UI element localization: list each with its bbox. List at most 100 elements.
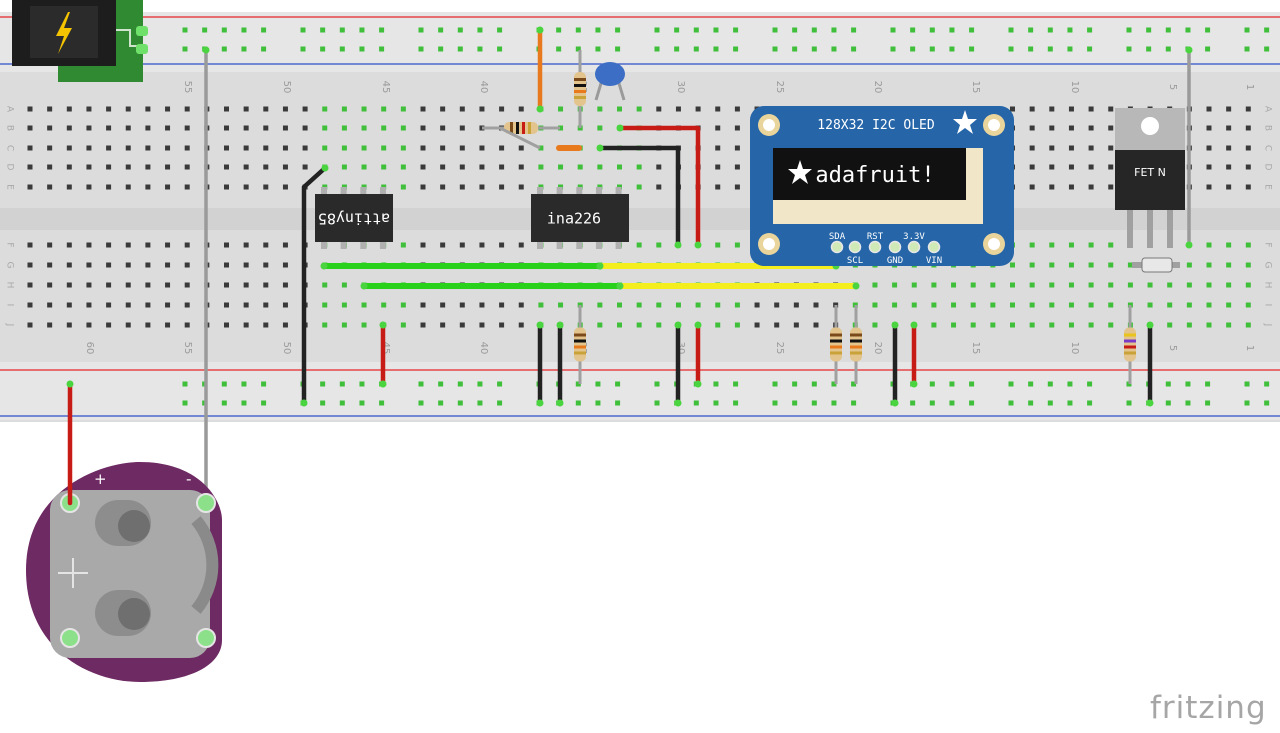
breadboard-hole	[1088, 164, 1094, 170]
breadboard-hole	[1245, 164, 1251, 170]
rail-hole	[969, 400, 975, 406]
rail-hole	[182, 400, 188, 406]
breadboard-hole	[165, 262, 171, 268]
column-number: 20	[872, 342, 883, 355]
breadboard-hole	[1108, 282, 1114, 288]
rail-hole	[713, 400, 719, 406]
breadboard-hole	[243, 282, 249, 288]
rail-hole	[1165, 46, 1171, 52]
breadboard-hole	[734, 302, 740, 308]
breadboard-hole	[243, 302, 249, 308]
breadboard-hole	[715, 164, 721, 170]
breadboard-hole	[1068, 106, 1074, 112]
breadboard-hole	[656, 164, 662, 170]
breadboard-hole	[636, 242, 642, 248]
breadboard-hole	[656, 322, 662, 328]
resistor-top	[574, 72, 586, 106]
rail-hole	[497, 46, 503, 52]
breadboard-hole	[656, 302, 662, 308]
breadboard-hole	[1206, 302, 1212, 308]
breadboard-hole	[597, 322, 603, 328]
breadboard-hole	[1088, 145, 1094, 151]
breadboard-hole	[695, 302, 701, 308]
breadboard-hole	[224, 145, 229, 151]
breadboard-hole	[341, 282, 347, 288]
column-number: 60	[84, 342, 95, 355]
rail-hole	[182, 27, 188, 33]
breadboard-hole	[1068, 125, 1074, 131]
lightning-icon	[56, 12, 72, 54]
rail-hole	[1264, 46, 1270, 52]
breadboard-hole	[892, 282, 898, 288]
wire-end	[320, 262, 328, 270]
breadboard-hole	[970, 322, 976, 328]
breadboard-hole	[499, 322, 505, 328]
breadboard-hole	[420, 145, 426, 151]
breadboard-hole	[165, 322, 171, 328]
breadboard-hole	[1029, 184, 1035, 190]
breadboard-hole	[675, 302, 681, 308]
wire-end	[1146, 399, 1154, 407]
rail-hole	[949, 27, 955, 33]
rail-hole	[831, 46, 837, 52]
breadboard-hole	[27, 262, 33, 268]
breadboard-hole	[341, 106, 347, 112]
mosfet-label: FET N	[1134, 166, 1166, 179]
breadboard-hole	[361, 322, 367, 328]
breadboard-hole	[125, 282, 131, 288]
ina226-chip: ina226	[531, 187, 629, 249]
breadboard-hole	[224, 106, 229, 112]
rail-hole	[477, 27, 483, 33]
breadboard-hole	[165, 282, 171, 288]
breadboard-hole	[1049, 125, 1055, 131]
rail-hole	[831, 400, 837, 406]
breadboard-hole	[1049, 164, 1055, 170]
wire-end	[891, 321, 899, 329]
breadboard-hole	[400, 125, 406, 131]
breadboard-hole	[1049, 302, 1055, 308]
breadboard-hole	[66, 242, 72, 248]
breadboard-hole	[66, 106, 72, 112]
rail-hole	[615, 46, 621, 52]
breadboard-hole	[66, 184, 72, 190]
breadboard-hole	[1226, 302, 1232, 308]
resistor-lead-extra	[499, 126, 541, 150]
breadboard-hole	[27, 106, 33, 112]
breadboard-hole	[538, 145, 544, 151]
wire-end	[891, 399, 899, 407]
wire-end	[616, 282, 624, 290]
breadboard-hole	[47, 322, 53, 328]
breadboard-hole	[715, 145, 721, 151]
breadboard-hole	[243, 145, 249, 151]
breadboard-hole	[1108, 164, 1114, 170]
breadboard-hole	[125, 125, 131, 131]
breadboard-hole	[27, 302, 33, 308]
breadboard-hole	[66, 125, 72, 131]
breadboard-hole	[440, 125, 446, 131]
breadboard-hole	[263, 184, 269, 190]
column-number: 25	[774, 342, 785, 355]
breadboard-hole	[1029, 125, 1035, 131]
breadboard-hole	[106, 164, 112, 170]
breadboard-hole	[302, 106, 308, 112]
breadboard-hole	[1068, 242, 1074, 248]
resistor-band	[1124, 345, 1136, 349]
breadboard-hole	[341, 145, 347, 151]
breadboard-hole	[715, 302, 721, 308]
breadboard-hole	[479, 106, 485, 112]
breadboard-hole	[1029, 262, 1035, 268]
breadboard-hole	[479, 164, 485, 170]
rail-hole	[477, 46, 483, 52]
breadboard-hole	[184, 242, 190, 248]
breadboard-hole	[1029, 302, 1035, 308]
column-number: 15	[970, 81, 981, 94]
breadboard-hole	[125, 242, 131, 248]
rail-hole	[811, 381, 817, 387]
breadboard-hole	[184, 282, 190, 288]
breadboard-hole	[1245, 262, 1251, 268]
row-letter: C	[5, 145, 15, 151]
chip-pin	[340, 241, 347, 249]
rail-hole	[556, 27, 562, 33]
chip-pin	[379, 241, 386, 249]
resistor-band	[528, 122, 531, 134]
